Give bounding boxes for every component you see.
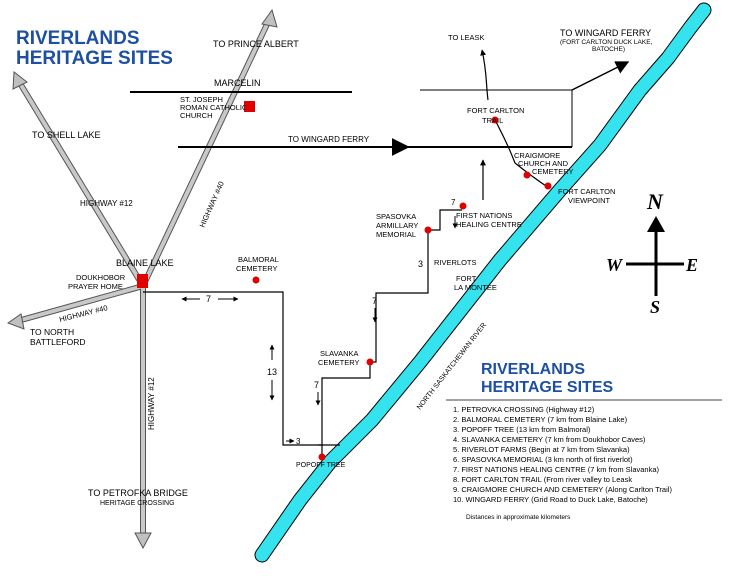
map-title-line2: HERITAGE SITES — [16, 48, 173, 69]
legend-item: 6. SPASOVKA MEMORIAL (3 km north of firs… — [453, 455, 633, 464]
legend: RIVERLANDS HERITAGE SITES 1. PETROVKA CR… — [446, 361, 722, 521]
distance-balmoral: 7 — [206, 294, 211, 304]
legend-title-line2: HERITAGE SITES — [481, 379, 613, 396]
spasovka-memorial-marker[interactable] — [424, 226, 432, 234]
legend-item: 9. CRAIGMORE CHURCH AND CEMETERY (Along … — [453, 485, 672, 494]
label-to-leask: TO LEASK — [448, 33, 485, 42]
label-popoff-tree: POPOFF TREE — [296, 462, 346, 469]
label-marcelin: MARCELIN — [214, 78, 261, 88]
label-blaine-lake: BLAINE LAKE — [116, 258, 174, 268]
map-title-line1: RIVERLANDS — [16, 28, 140, 49]
highways — [13, 16, 273, 540]
compass-e: E — [685, 255, 698, 275]
legend-note: Distances in approximate kilometers — [466, 514, 571, 521]
legend-item: 8. FORT CARLTON TRAIL (From river valley… — [453, 475, 632, 484]
marcelin-church-marker[interactable] — [244, 101, 255, 112]
distance-slavanka: 7 — [314, 380, 319, 390]
label-doukhobor: DOUKHOBOR — [76, 273, 126, 282]
label-to-wingard-ferry-sub: (FORT CARLTON DUCK LAKE, — [560, 39, 653, 46]
legend-item: 5. RIVERLOT FARMS (Begin at 7 km from Sl… — [453, 445, 630, 454]
distance-popoff-tree: 3 — [296, 437, 301, 446]
legend-item: 3. POPOFF TREE (13 km from Balmoral) — [453, 425, 591, 434]
label-spasovka: MEMORIAL — [376, 230, 416, 239]
distance-popoff: 13 — [267, 367, 277, 377]
legend-title-line1: RIVERLANDS — [481, 361, 585, 378]
fort-carlton-viewpoint-marker[interactable] — [544, 182, 552, 190]
legend-item: 4. SLAVANKA CEMETERY (7 km from Doukhobo… — [453, 435, 646, 444]
distance-spasovka: 3 — [418, 259, 423, 269]
label-fort-la-montee: LA MONTÉE — [454, 283, 497, 292]
fort-carlton-trail-marker[interactable] — [491, 116, 499, 124]
label-st-joseph: ROMAN CATHOLIC — [180, 103, 248, 112]
label-slavanka: CEMETERY — [318, 358, 360, 367]
label-fort-carlton-viewpoint: FORT CARLTON — [558, 187, 615, 196]
north-arrow-icon — [647, 216, 665, 232]
label-highway-12-nw: HIGHWAY #12 — [80, 199, 133, 208]
label-first-nations: HEALING CENTRE — [456, 220, 522, 229]
highway-arrowheads — [6, 8, 278, 550]
roads — [130, 49, 630, 458]
compass-rose: N S E W — [606, 189, 698, 317]
label-fort-carlton-trail: FORT CARLTON — [467, 106, 524, 115]
label-to-shell-lake: TO SHELL LAKE — [32, 130, 101, 140]
compass-w: W — [606, 255, 624, 275]
label-riverlots: RIVERLOTS — [434, 258, 477, 267]
label-first-nations: FIRST NATIONS — [456, 211, 512, 220]
label-to-petrofka: HERITAGE CROSSING — [100, 500, 175, 507]
label-fort-carlton-trail: TRAIL — [482, 116, 503, 125]
label-doukhobor: PRAYER HOME — [68, 282, 123, 291]
label-balmoral: BALMORAL — [238, 255, 279, 264]
north-saskatchewan-river — [254, 2, 712, 563]
label-to-petrofka: TO PETROFKA BRIDGE — [88, 488, 188, 498]
label-to-prince-albert: TO PRINCE ALBERT — [213, 39, 299, 49]
markers — [137, 101, 552, 461]
label-spasovka: ARMILLARY — [376, 221, 418, 230]
label-st-joseph: ST. JOSEPH — [180, 95, 223, 104]
label-highway-12-s: HIGHWAY #12 — [147, 377, 156, 430]
label-to-wingard-ferry-sub: BATOCHE) — [592, 46, 625, 53]
label-craigmore: CEMETERY — [532, 167, 574, 176]
first-nations-marker[interactable] — [459, 202, 467, 210]
craigmore-marker[interactable] — [523, 171, 531, 179]
popoff-tree-marker[interactable] — [318, 453, 326, 461]
label-to-north-battleford: TO NORTH — [30, 327, 74, 337]
distance-riverlots: 7 — [372, 296, 377, 306]
legend-items: 1. PETROVKA CROSSING (Highway #12)2. BAL… — [453, 405, 672, 504]
legend-item: 10. WINGARD FERRY (Grid Road to Duck Lak… — [453, 495, 648, 504]
label-craigmore: CHURCH AND — [518, 159, 569, 168]
label-highway-40-ne: HIGHWAY #40 — [198, 180, 226, 229]
compass-n: N — [646, 189, 664, 214]
legend-item: 1. PETROVKA CROSSING (Highway #12) — [453, 405, 595, 414]
legend-item: 7. FIRST NATIONS HEALING CENTRE (7 km fr… — [453, 465, 660, 474]
label-balmoral: CEMETERY — [236, 264, 278, 273]
distance-arrows — [181, 216, 458, 444]
slavanka-cemetery-marker[interactable] — [366, 358, 374, 366]
compass-s: S — [650, 297, 660, 317]
label-to-wingard-ferry-road: TO WINGARD FERRY — [288, 135, 370, 144]
label-st-joseph: CHURCH — [180, 111, 213, 120]
balmoral-cemetery-marker[interactable] — [252, 276, 260, 284]
label-fort-carlton-viewpoint: VIEWPOINT — [568, 196, 611, 205]
legend-item: 2. BALMORAL CEMETERY (7 km from Blaine L… — [453, 415, 628, 424]
label-fort-la-montee: FORT — [456, 274, 477, 283]
distance-labels: 7 13 3 7 7 3 7 — [206, 198, 456, 446]
distance-first-nations: 7 — [451, 198, 456, 207]
label-to-wingard-ferry: TO WINGARD FERRY — [560, 28, 651, 38]
label-craigmore: CRAIGMORE — [514, 151, 560, 160]
label-river: NORTH SASKATCHEWAN RIVER — [416, 322, 488, 411]
label-slavanka: SLAVANKA — [320, 349, 359, 358]
label-spasovka: SPASOVKA — [376, 212, 416, 221]
label-to-north-battleford: BATTLEFORD — [30, 337, 86, 347]
doukhobor-prayer-home-marker[interactable] — [137, 274, 148, 288]
